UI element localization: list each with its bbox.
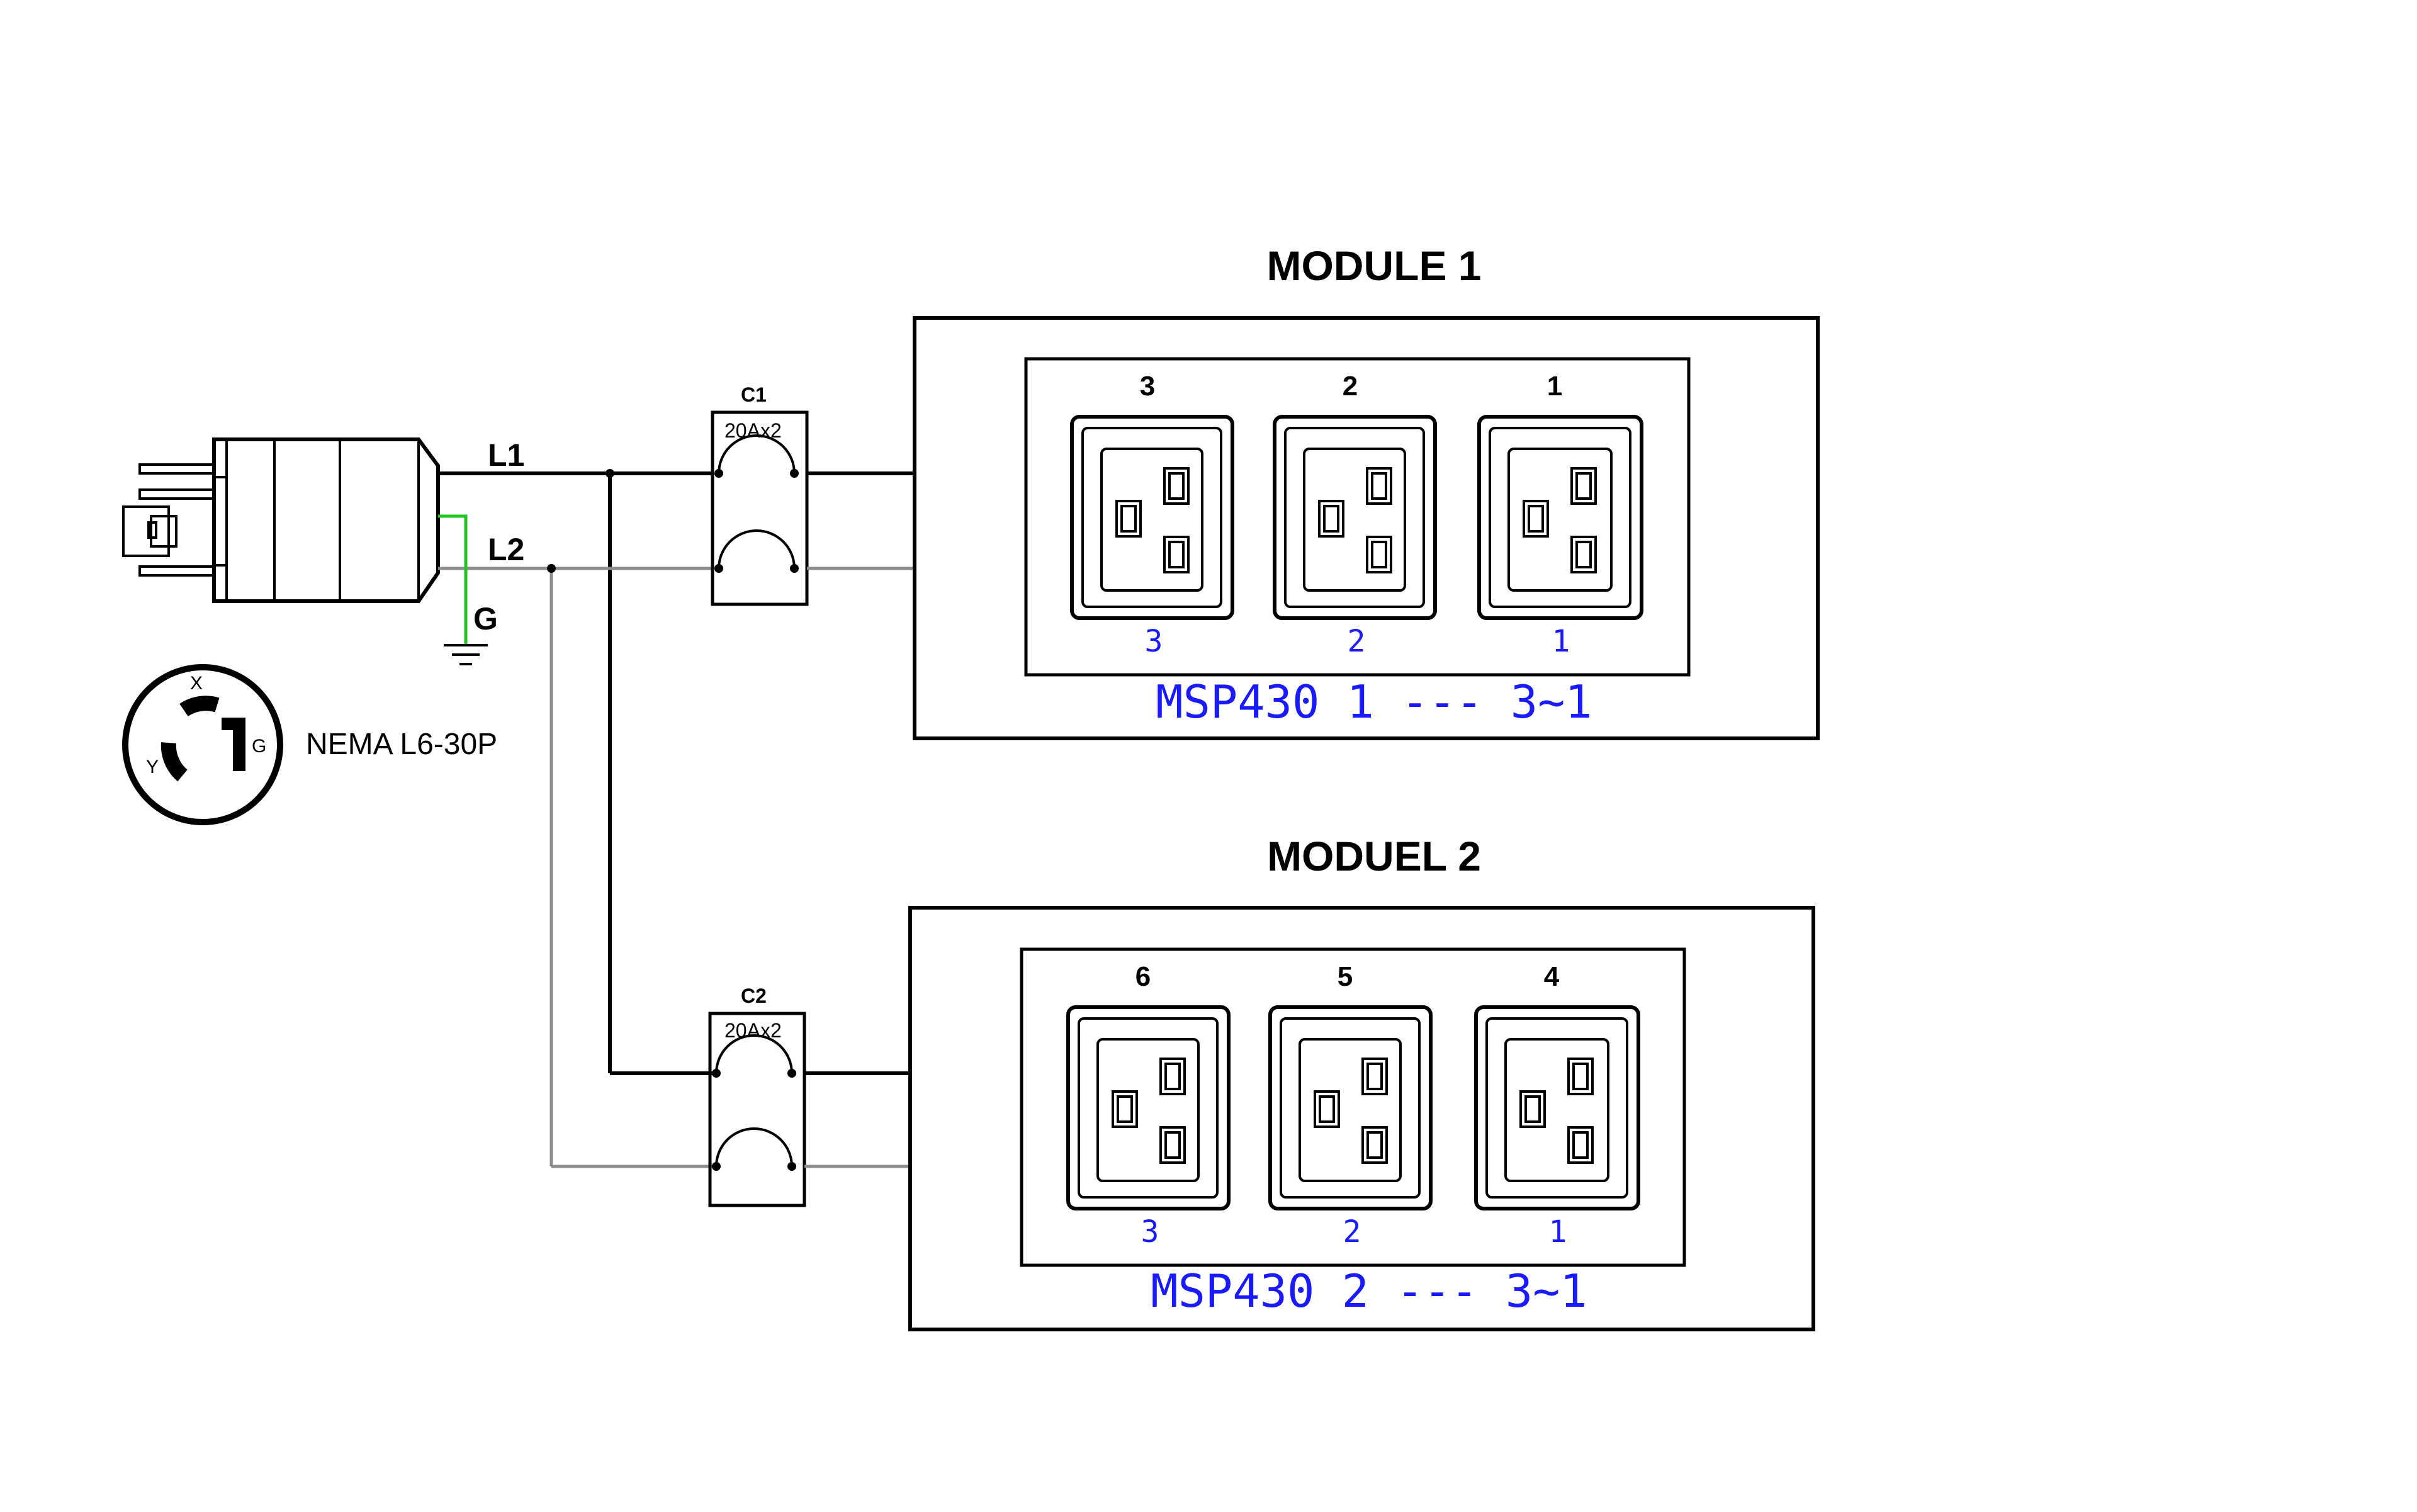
face-letter-y: Y [146, 757, 159, 777]
module-1-caption: MSP430 1 --- 3~1 [1156, 675, 1592, 728]
outlet-sub-number: 2 [1348, 624, 1366, 659]
outlet-5 [1268, 1005, 1433, 1210]
outlet-1 [1477, 415, 1643, 620]
outlet-number: 3 [1140, 371, 1155, 402]
plug-connector [122, 437, 440, 603]
outlet-sub-number: 3 [1141, 1214, 1159, 1250]
outlet-sub-number: 2 [1343, 1214, 1361, 1250]
label-g: G [473, 601, 498, 636]
outlet-3 [1070, 415, 1234, 620]
outlet-number: 1 [1547, 371, 1562, 402]
face-letter-g: G [252, 736, 266, 757]
outlet-2 [1273, 415, 1437, 620]
nema-plug-face-icon: X G Y [122, 664, 283, 825]
outlet-sub-number: 1 [1549, 1214, 1567, 1250]
breaker-c2-id: C2 [741, 984, 767, 1007]
outlet-number: 5 [1338, 961, 1353, 992]
junction-dot [547, 564, 556, 573]
breaker-c2-rating: 20Ax2 [724, 1019, 782, 1042]
ground-icon [444, 644, 488, 665]
module-1-title: MODULE 1 [1266, 242, 1481, 289]
module-2-title: MODUEL 2 [1267, 833, 1481, 879]
module-1: MODULE 1 3 2 1 [913, 242, 1820, 740]
label-l2: L2 [488, 532, 524, 567]
outlet-sub-number: 3 [1145, 624, 1163, 659]
outlet-number: 6 [1135, 961, 1151, 992]
breaker-c1-rating: 20Ax2 [724, 419, 782, 442]
outlet-4 [1474, 1005, 1640, 1210]
breaker-c1: C1 20Ax2 [711, 383, 809, 606]
outlet-number: 4 [1544, 961, 1560, 992]
outlet-6 [1066, 1005, 1231, 1210]
plug-type-label: NEMA L6-30P [306, 728, 497, 761]
outlet-number: 2 [1343, 371, 1358, 402]
breaker-c1-id: C1 [741, 383, 767, 406]
breaker-c2: C2 20Ax2 [708, 984, 806, 1207]
outlet-sub-number: 1 [1552, 624, 1570, 659]
module-2: MODUEL 2 6 5 4 [908, 833, 1815, 1331]
module-2-caption: MSP430 2 --- 3~1 [1151, 1265, 1587, 1317]
wire-ground [438, 514, 468, 645]
label-l1: L1 [488, 437, 524, 473]
junction-dot [606, 469, 614, 478]
face-letter-x: X [190, 673, 203, 694]
